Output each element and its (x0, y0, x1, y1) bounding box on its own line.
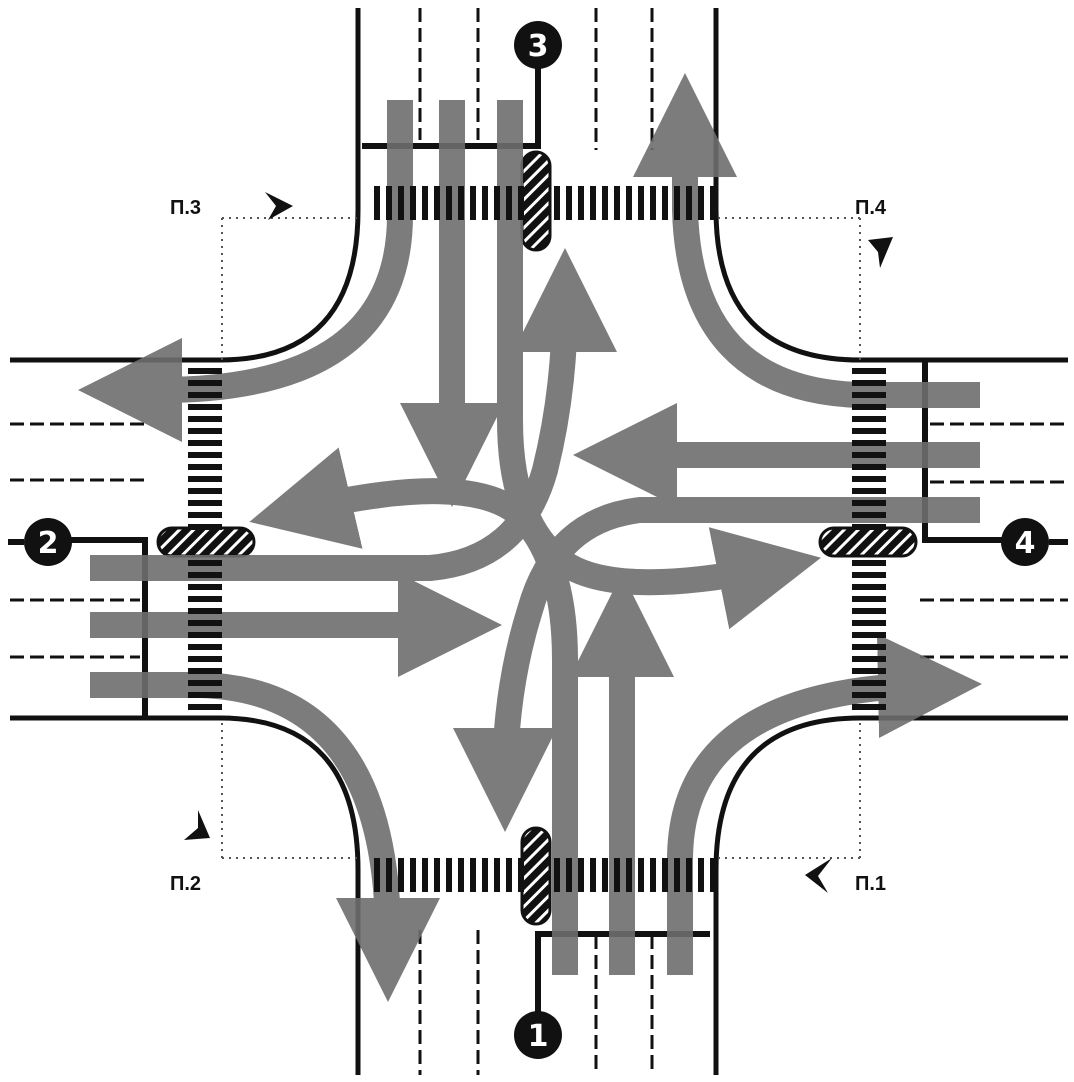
observer-arrow-p1-icon (805, 858, 832, 893)
stop-line-west (60, 537, 148, 716)
label-p2: П.2 (170, 873, 201, 895)
flow-e-right (633, 73, 980, 408)
curb-nw (10, 8, 361, 363)
observer-arrow-p2-icon (184, 810, 210, 840)
flow-arrows (78, 73, 982, 1002)
road-edges (10, 8, 1068, 1075)
approach-markers: 3 1 2 4 (8, 21, 1068, 1059)
stop-line-east (922, 362, 1015, 543)
island-east (818, 526, 918, 558)
observation-lines (221, 217, 861, 859)
approach-marker-2: 2 (8, 518, 72, 566)
flow-s-right (667, 634, 982, 975)
observation-labels: П.3 П.4 П.2 П.1 (170, 197, 887, 895)
flow-w-left (90, 248, 617, 581)
approach-number-2: 2 (38, 526, 59, 561)
island-south (520, 826, 552, 926)
flow-n-right (78, 100, 413, 442)
crosswalks (188, 186, 886, 892)
label-p4: П.4 (855, 197, 887, 219)
island-north (520, 150, 552, 252)
curb-se (713, 715, 1068, 1075)
approach-number-4: 4 (1015, 526, 1036, 561)
curb-ne (713, 8, 1068, 363)
stop-lines (60, 52, 1015, 1030)
flow-e-left (453, 497, 980, 832)
label-p1: П.1 (855, 873, 886, 895)
island-west (156, 526, 256, 558)
observer-arrows (184, 192, 893, 893)
approach-marker-1: 1 (514, 1011, 562, 1059)
observer-arrow-p4-icon (868, 237, 893, 268)
approach-number-1: 1 (528, 1019, 549, 1054)
label-p3: П.3 (170, 197, 201, 219)
flow-w-right (90, 672, 440, 1002)
observer-arrow-p3-icon (265, 192, 293, 220)
approach-marker-4: 4 (1001, 518, 1068, 566)
stop-line-south (535, 931, 710, 1030)
curb-sw (10, 715, 361, 1075)
stop-line-north (362, 52, 541, 149)
approach-marker-3: 3 (514, 21, 562, 69)
approach-number-3: 3 (528, 29, 549, 64)
